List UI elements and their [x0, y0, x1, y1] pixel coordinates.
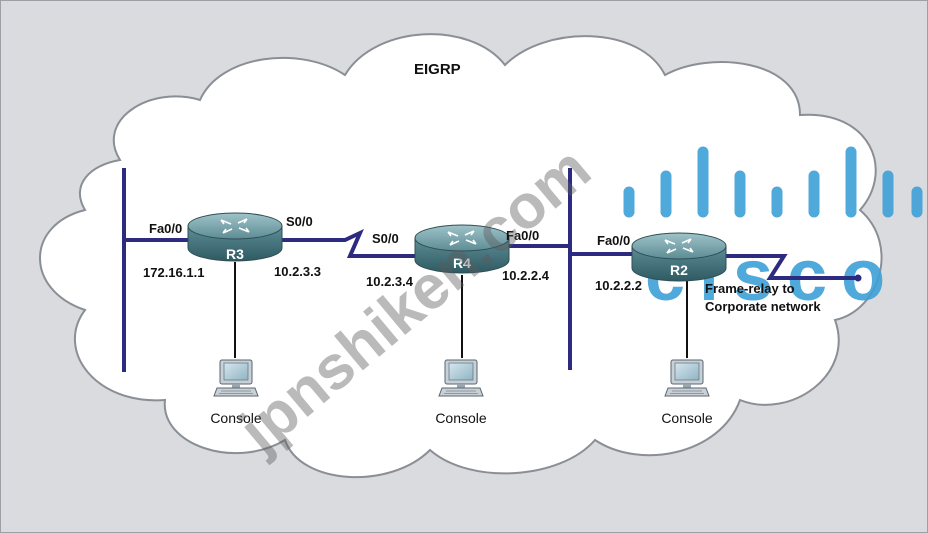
computer-icon	[213, 359, 259, 397]
router-r2[interactable]: R2	[631, 232, 727, 282]
frame-relay-endpoint	[854, 274, 862, 282]
r4-fa-interface: Fa0/0	[506, 228, 539, 243]
console-label-r3: Console	[210, 410, 262, 426]
router-r3-name: R3	[226, 246, 244, 262]
r4-fa-address: 10.2.2.4	[502, 268, 550, 283]
frame-relay-label-line2: Corporate network	[705, 299, 821, 314]
r4-serial-address: 10.2.3.4	[366, 274, 414, 289]
frame-relay-label-line1: Frame-relay to	[705, 281, 795, 296]
console-pc-r2[interactable]	[664, 359, 710, 397]
console-pc-r4[interactable]	[438, 359, 484, 397]
r3-fa-address: 172.16.1.1	[143, 265, 204, 280]
r3-fa-interface: Fa0/0	[149, 221, 182, 236]
r3-r4-serial-link	[280, 228, 420, 258]
frame-relay-link	[724, 254, 858, 280]
r3-serial-address: 10.2.3.3	[274, 264, 321, 279]
r4-serial-interface: S0/0	[372, 231, 399, 246]
computer-icon	[438, 359, 484, 397]
computer-icon	[664, 359, 710, 397]
console-label-r2: Console	[661, 410, 713, 426]
router-r4[interactable]: R4	[414, 224, 510, 274]
cloud-label: EIGRP	[414, 61, 461, 78]
console-label-r4: Console	[435, 410, 487, 426]
r3-serial-interface: S0/0	[286, 214, 313, 229]
router-r3[interactable]: R3	[187, 212, 283, 262]
console-pc-r3[interactable]	[213, 359, 259, 397]
router-r2-name: R2	[670, 262, 688, 278]
cisco-bridge-icon	[623, 146, 923, 218]
r2-fa-interface: Fa0/0	[597, 233, 630, 248]
r2-fa-address: 10.2.2.2	[595, 278, 642, 293]
router-r4-name: R4	[453, 255, 471, 271]
